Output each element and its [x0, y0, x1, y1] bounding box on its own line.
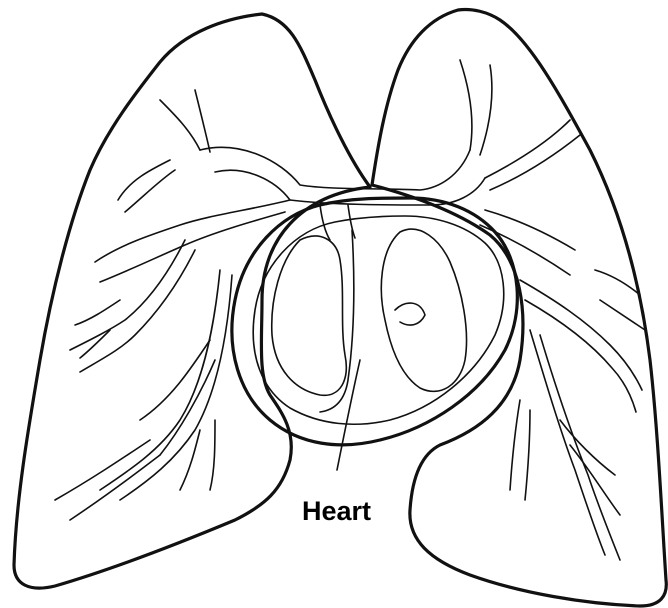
right-lung-outline	[372, 9, 666, 606]
heart-inner-wall	[253, 216, 504, 424]
heart-label: Heart	[302, 496, 371, 526]
main-bronchi	[200, 147, 485, 205]
right-bronchial-tree	[460, 60, 645, 560]
valve-flap	[395, 303, 425, 325]
heart	[232, 198, 517, 445]
aorta-arch	[320, 205, 355, 240]
left-ventricle	[272, 236, 347, 395]
septum	[320, 230, 354, 412]
right-ventricle	[381, 229, 466, 391]
left-bronchial-tree	[55, 90, 290, 520]
